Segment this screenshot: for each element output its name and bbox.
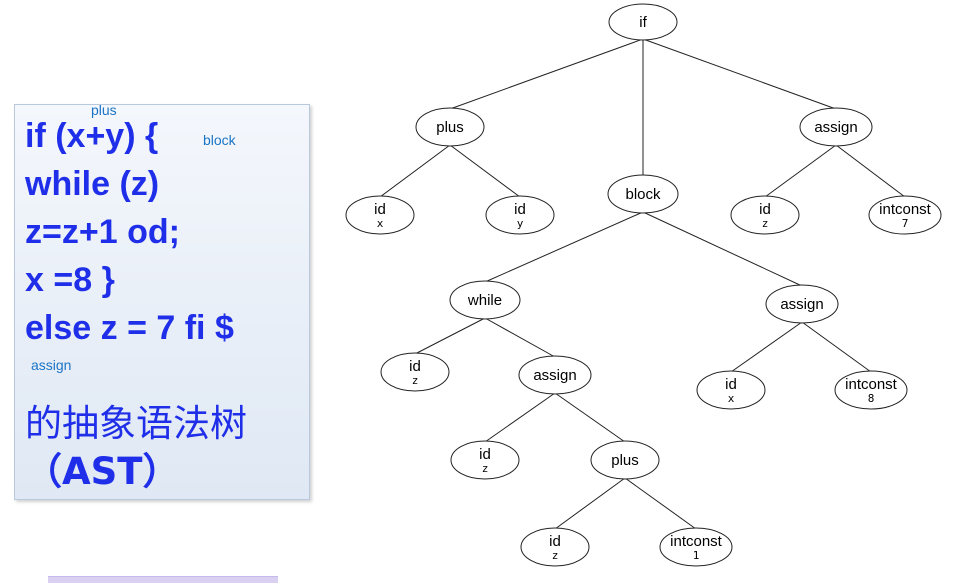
node-value: x [377,217,384,230]
tree-node-block: block [607,174,679,214]
annotation-assign: assign [31,357,72,373]
node-label: if [639,14,647,31]
code-line-4: x =8 } [25,261,115,299]
tree-edges [379,38,906,530]
edge-n_assign2-n_idz3 [484,392,556,443]
tree-node-id: idz [520,527,590,567]
edge-n_if-n_assign1 [642,38,837,110]
node-ellipse [520,527,590,567]
node-label: intconst [670,533,723,550]
edge-n_assign1-n_idz1 [764,144,837,198]
code-line-3: z=z+1 od; [25,213,180,251]
node-value: 1 [693,549,700,562]
edge-n_block-n_while [484,211,644,283]
tree-node-while: while [449,280,521,320]
node-value: z [762,217,769,230]
node-ellipse [834,370,908,410]
tree-node-id: idz [450,440,520,480]
node-label: assign [780,296,823,313]
code-line-5: else z = 7 fi $ [25,309,234,347]
ast-title-chinese: 的抽象语法树 [25,402,247,445]
node-ellipse [765,284,839,324]
ast-title-abbrev: （AST） [25,450,180,493]
edge-n_assign2-n_plus2 [554,392,626,443]
edge-n_plus1-n_idx1 [379,144,451,198]
node-value: y [517,217,524,230]
node-value: 7 [902,217,909,230]
node-ellipse [607,174,679,214]
edge-n_while-n_idz2 [414,317,486,355]
node-label: id [549,533,561,550]
edge-n_assign1-n_int7 [835,144,906,198]
node-ellipse [730,195,800,235]
node-value: z [552,549,559,562]
node-label: intconst [845,376,898,393]
node-ellipse [608,3,678,41]
node-ellipse [449,280,521,320]
node-value: 8 [868,392,875,405]
tree-node-id: idx [345,195,415,235]
tree-nodes: ifplusblockassignidxidyidzintconst7while… [345,3,942,567]
node-ellipse [450,440,520,480]
tree-node-assign: assign [518,355,592,395]
tree-node-plus: plus [590,440,660,480]
node-value: z [482,462,489,475]
node-value: x [728,392,735,405]
code-line-1: if (x+y) { [25,117,159,155]
node-ellipse [590,440,660,480]
edge-n_plus2-n_int1 [624,477,697,530]
node-label: plus [611,452,639,469]
tree-node-id: idy [485,195,555,235]
node-label: assign [814,119,857,136]
node-ellipse [415,107,485,147]
code-panel: plus if (x+y) { block while (z) z=z+1 od… [14,102,310,500]
node-label: plus [436,119,464,136]
node-label: assign [533,367,576,384]
tree-node-id: idz [380,352,450,392]
annotation-plus: plus [91,102,117,118]
edge-n_plus1-n_idy [449,144,521,198]
node-label: intconst [879,201,932,218]
node-ellipse [696,370,766,410]
node-value: z [412,374,419,387]
code-line-2: while (z) [25,165,160,203]
edge-n_plus2-n_idz4 [554,477,626,530]
tree-node-assign: assign [799,107,873,147]
node-label: id [479,446,491,463]
node-ellipse [659,527,733,567]
annotation-block: block [203,132,236,148]
node-label: id [409,358,421,375]
node-ellipse [799,107,873,147]
edge-n_assign3-n_int8 [801,321,872,373]
tree-node-id: idz [730,195,800,235]
node-label: id [725,376,737,393]
bottom-decoration [48,576,278,583]
node-ellipse [518,355,592,395]
node-label: while [467,292,502,309]
edge-n_block-n_assign3 [642,211,803,287]
edge-n_if-n_plus1 [449,38,644,110]
node-label: id [374,201,386,218]
tree-node-id: idx [696,370,766,410]
node-label: block [625,186,661,203]
edge-n_assign3-n_idx2 [730,321,803,373]
tree-node-if: if [608,3,678,41]
node-ellipse [485,195,555,235]
edge-n_while-n_assign2 [484,317,556,358]
node-ellipse [868,195,942,235]
node-ellipse [380,352,450,392]
tree-node-assign: assign [765,284,839,324]
node-label: id [514,201,526,218]
tree-node-plus: plus [415,107,485,147]
node-ellipse [345,195,415,235]
node-label: id [759,201,771,218]
